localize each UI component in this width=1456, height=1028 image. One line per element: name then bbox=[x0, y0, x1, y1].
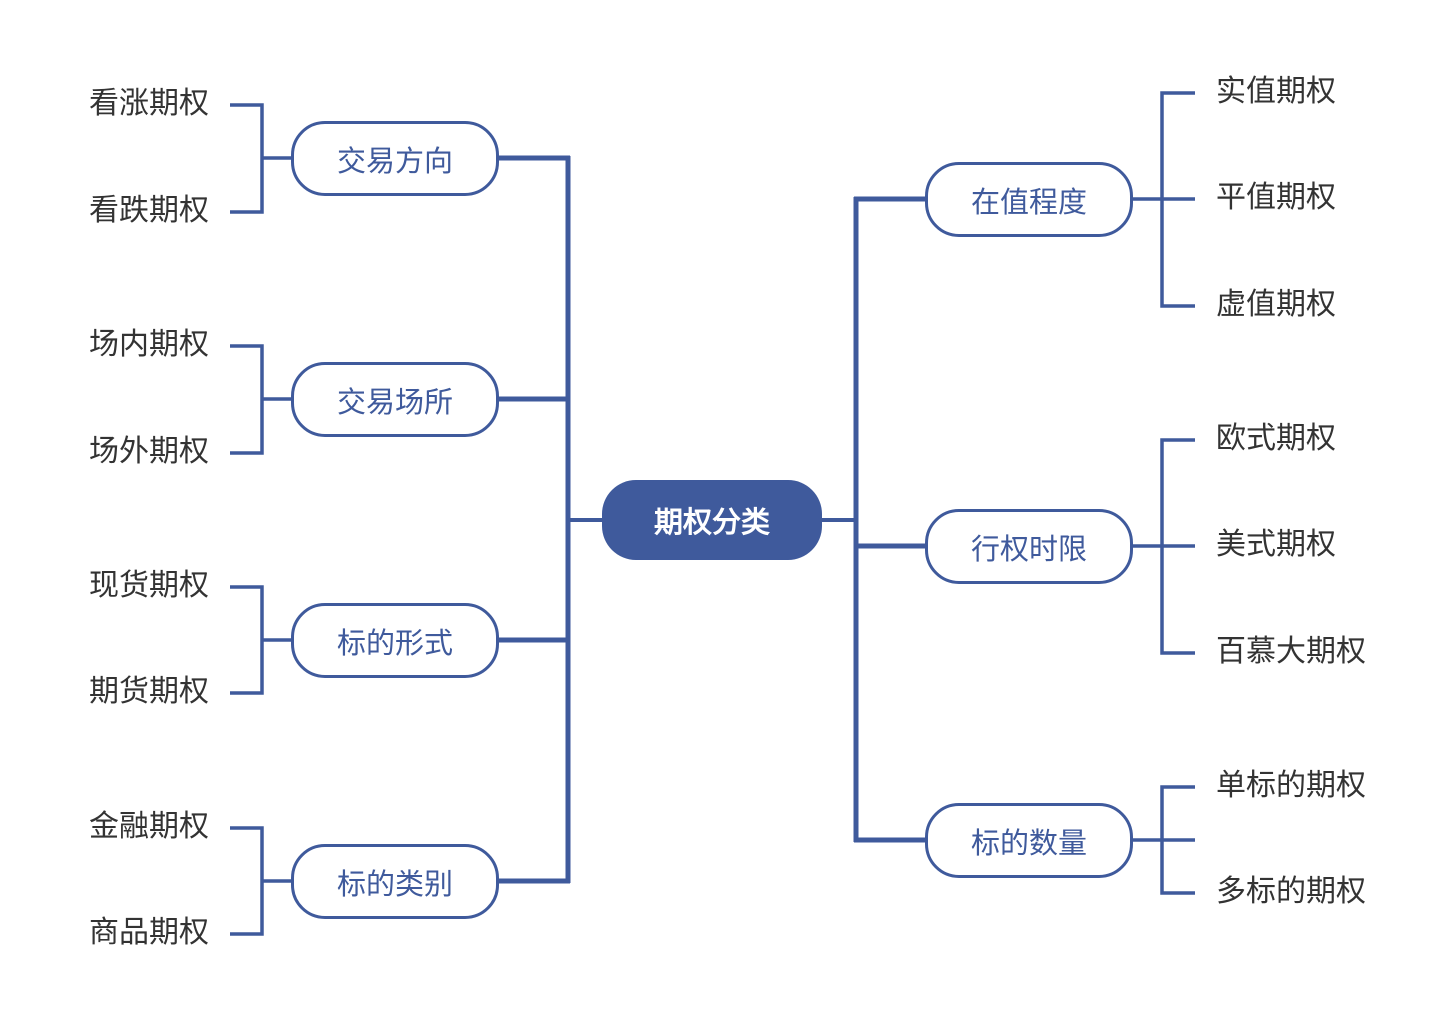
topic-label: 在值程度 bbox=[970, 184, 1087, 219]
topic-label: 标的数量 bbox=[970, 825, 1087, 860]
left-bracket-4 bbox=[230, 826, 291, 936]
topic-label: 行权时限 bbox=[970, 531, 1087, 566]
topic-underlying-count[interactable]: 标的数量 bbox=[925, 803, 1133, 878]
leaf-node[interactable]: 虚值期权 bbox=[1216, 287, 1336, 322]
leaf-node[interactable]: 百慕大期权 bbox=[1216, 634, 1366, 669]
leaf-node[interactable]: 看跌期权 bbox=[89, 193, 209, 228]
leaf-node[interactable]: 看涨期权 bbox=[89, 86, 209, 121]
root-node[interactable]: 期权分类 bbox=[602, 480, 822, 560]
right-bracket-3 bbox=[1133, 785, 1195, 895]
topic-moneyness[interactable]: 在值程度 bbox=[925, 162, 1133, 237]
topic-trading-venue[interactable]: 交易场所 bbox=[291, 362, 499, 437]
leaf-node[interactable]: 单标的期权 bbox=[1216, 768, 1366, 803]
topic-label: 交易方向 bbox=[336, 143, 453, 178]
topic-label: 标的类别 bbox=[336, 866, 453, 901]
left-bracket-3 bbox=[230, 585, 291, 695]
topic-label: 标的形式 bbox=[336, 625, 453, 660]
leaf-node[interactable]: 欧式期权 bbox=[1216, 421, 1336, 456]
topic-underlying-category[interactable]: 标的类别 bbox=[291, 844, 499, 919]
topic-exercise-style[interactable]: 行权时限 bbox=[925, 509, 1133, 584]
leaf-node[interactable]: 场外期权 bbox=[89, 434, 209, 469]
left-bracket-2 bbox=[230, 344, 291, 455]
topic-label: 交易场所 bbox=[336, 384, 453, 419]
leaf-node[interactable]: 金融期权 bbox=[89, 809, 209, 844]
right-bracket-1 bbox=[1133, 91, 1195, 308]
root-label: 期权分类 bbox=[653, 505, 770, 539]
topic-underlying-form[interactable]: 标的形式 bbox=[291, 603, 499, 678]
leaf-node[interactable]: 多标的期权 bbox=[1216, 874, 1366, 909]
topic-trade-direction[interactable]: 交易方向 bbox=[291, 121, 499, 196]
right-bracket-2 bbox=[1133, 438, 1195, 655]
leaf-node[interactable]: 现货期权 bbox=[89, 568, 209, 603]
leaf-node[interactable]: 实值期权 bbox=[1216, 74, 1336, 109]
leaf-node[interactable]: 美式期权 bbox=[1216, 527, 1336, 562]
leaf-node[interactable]: 场内期权 bbox=[89, 327, 209, 362]
leaf-node[interactable]: 商品期权 bbox=[89, 915, 209, 950]
leaf-node[interactable]: 平值期权 bbox=[1216, 180, 1336, 215]
leaf-node[interactable]: 期货期权 bbox=[89, 674, 209, 709]
left-bracket-1 bbox=[230, 103, 291, 214]
